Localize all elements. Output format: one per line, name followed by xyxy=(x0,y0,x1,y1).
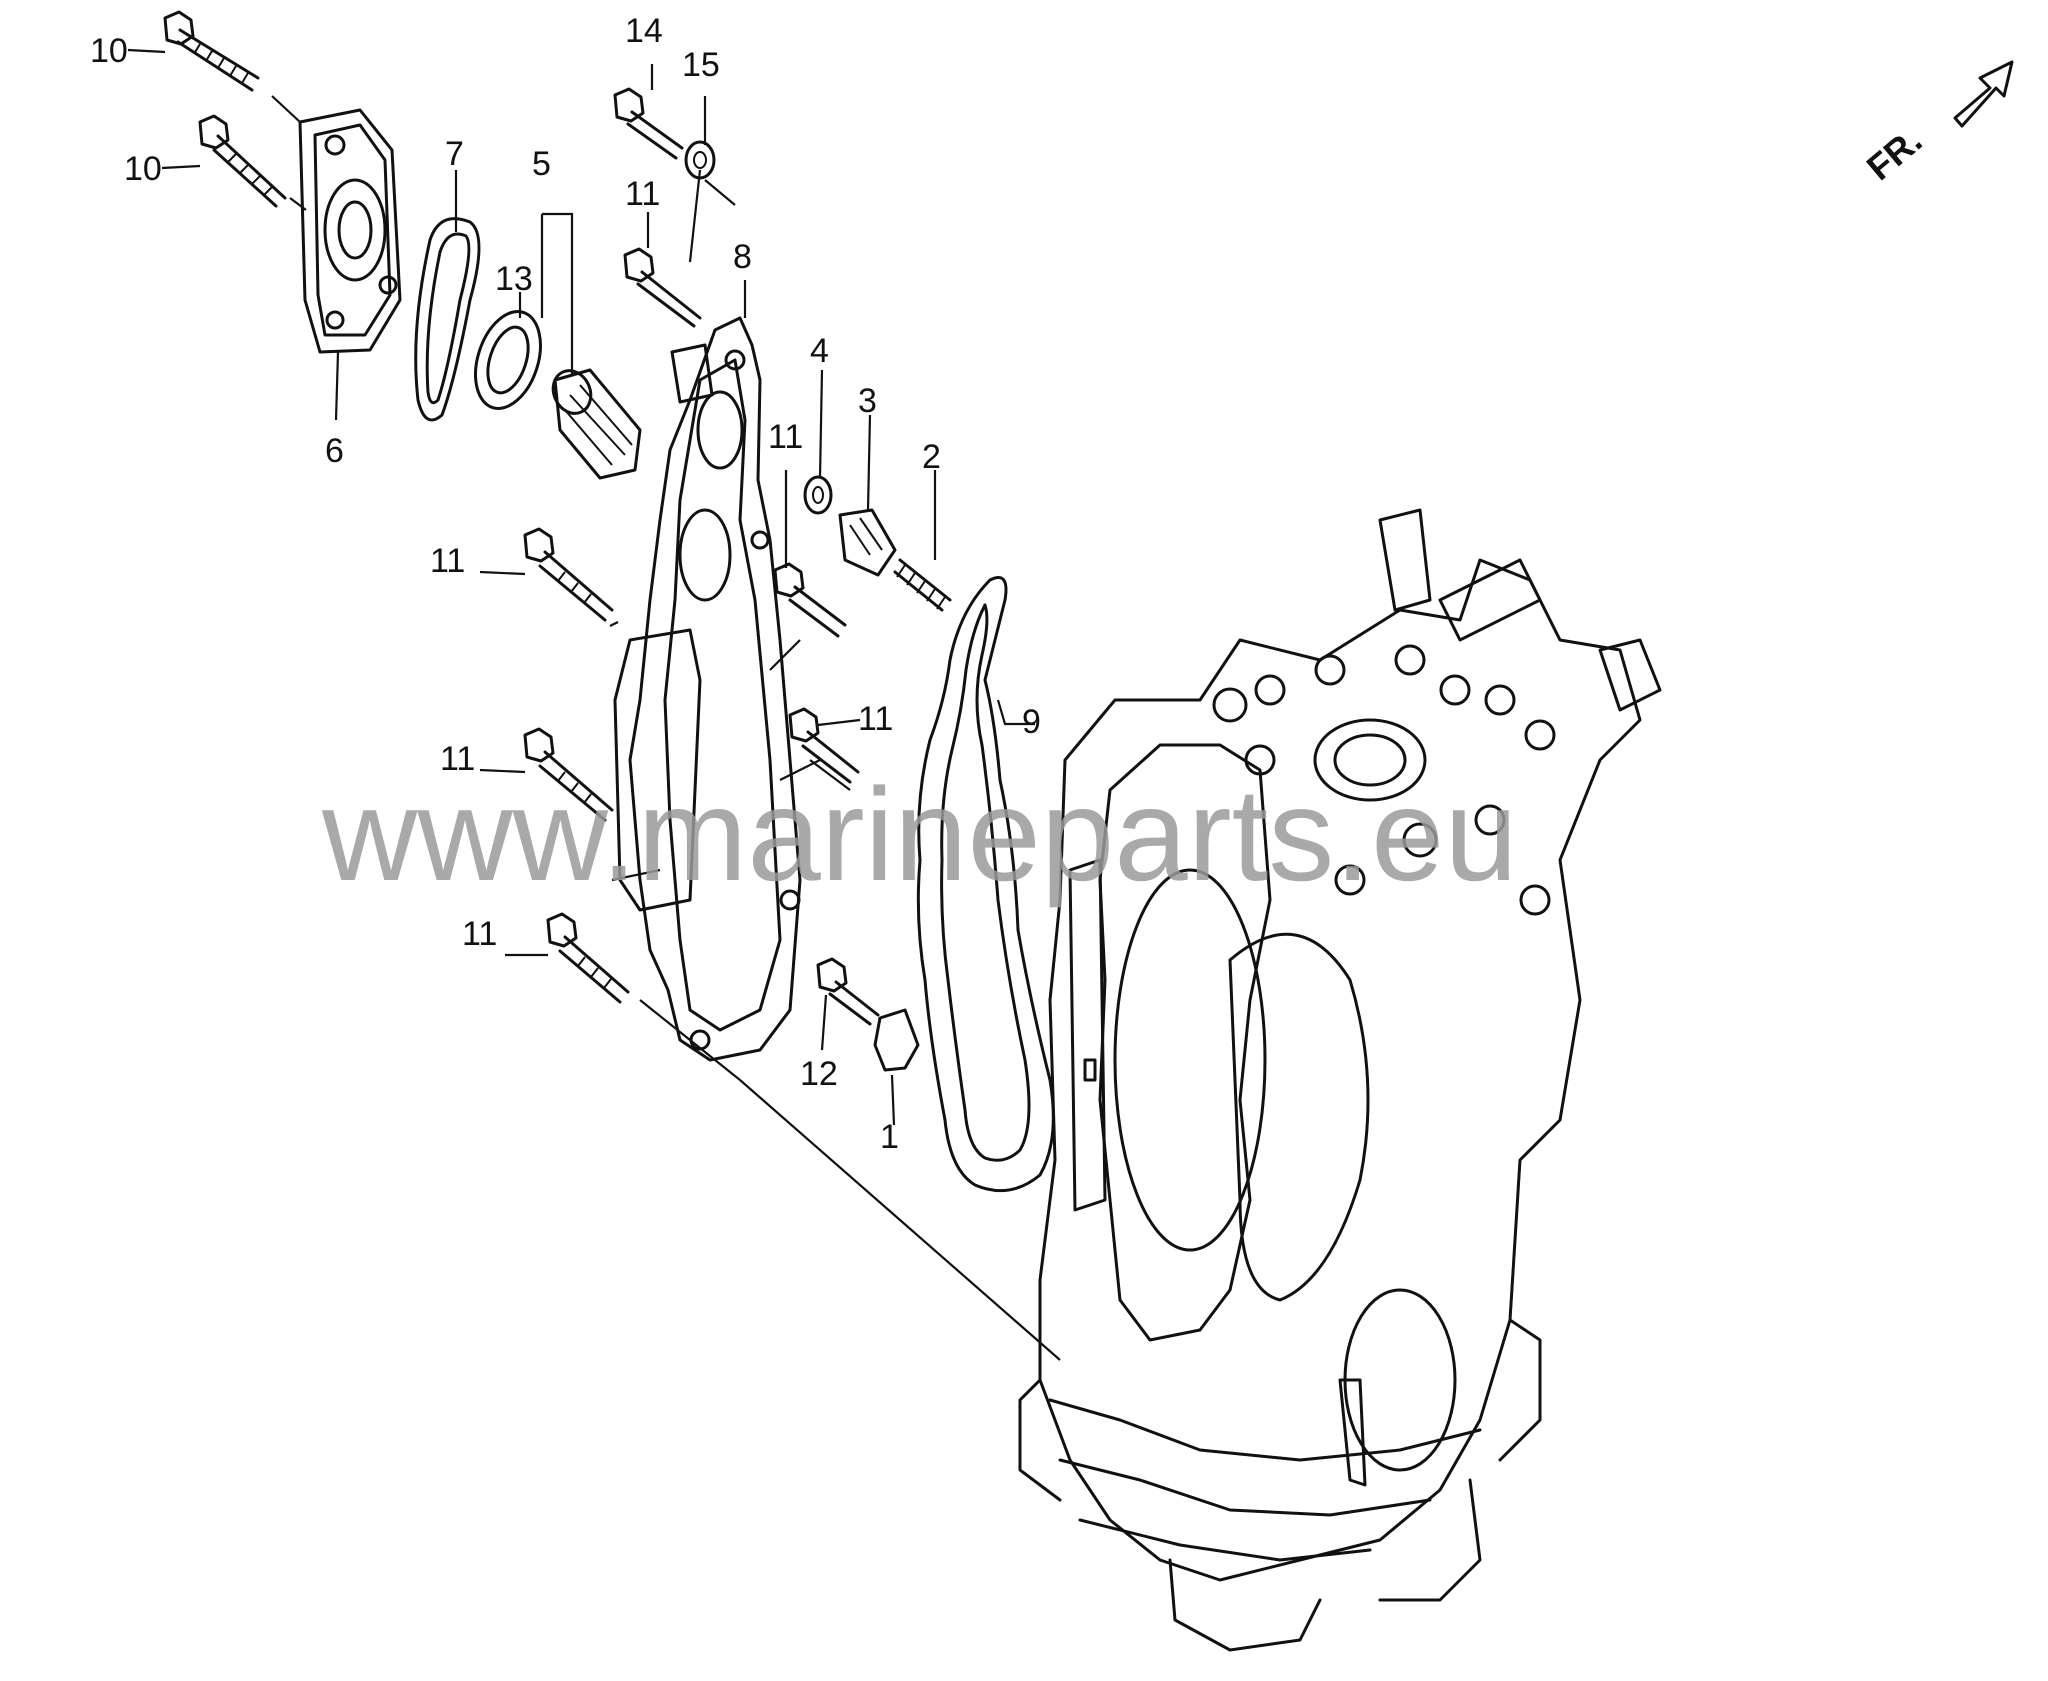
callout-2: 2 xyxy=(922,438,941,476)
part-7-oring xyxy=(414,217,481,422)
callout-5: 5 xyxy=(532,145,551,183)
callout-3: 3 xyxy=(858,382,877,420)
part-13-seal xyxy=(474,310,542,410)
watermark-text: www.marineparts.eu xyxy=(321,761,1518,908)
part-1-plug xyxy=(873,1008,920,1072)
callout-11-mid: 11 xyxy=(858,700,893,738)
callout-9: 9 xyxy=(1022,703,1041,741)
callout-11-mid-top: 11 xyxy=(768,418,803,456)
part-3-valve xyxy=(838,508,897,577)
part-4-washer xyxy=(803,475,833,515)
callout-15: 15 xyxy=(682,46,720,84)
callout-13: 13 xyxy=(495,260,533,298)
callout-10-upper: 10 xyxy=(90,32,128,70)
bolt-10-upper xyxy=(163,10,260,92)
callout-11-left-2: 11 xyxy=(440,740,475,778)
callout-labels: 10 10 6 7 5 13 14 15 11 8 4 3 2 11 11 11… xyxy=(90,12,1041,1156)
bolt-11-mid-2 xyxy=(788,707,860,784)
part-2-spring xyxy=(893,558,952,612)
direction-label: FR. xyxy=(1859,119,1930,188)
callout-14: 14 xyxy=(625,12,663,50)
part-6-cover xyxy=(298,108,402,354)
part-9-gasket xyxy=(916,576,1055,1193)
bolt-11-left-1 xyxy=(523,527,614,622)
direction-indicator: FR. xyxy=(1859,60,2014,188)
callout-11-top: 11 xyxy=(625,175,660,213)
callout-10-lower: 10 xyxy=(124,150,162,188)
callout-12: 12 xyxy=(800,1055,838,1093)
callout-11-left-3: 11 xyxy=(462,915,497,953)
callout-8: 8 xyxy=(733,238,752,276)
bolt-10-lower xyxy=(198,114,287,208)
bolt-11-left-2 xyxy=(523,727,614,822)
leader-lines xyxy=(127,48,1061,1361)
bolt-11-top xyxy=(623,247,702,328)
part-5-thermostat xyxy=(551,368,642,480)
arrow-up-right-icon xyxy=(1953,60,2014,128)
callout-7: 7 xyxy=(445,135,464,173)
engine-block xyxy=(1018,508,1662,1652)
bolt-11-left-3 xyxy=(546,912,630,1004)
callout-4: 4 xyxy=(810,332,829,370)
bolt-12 xyxy=(816,957,880,1026)
callout-11-left-1: 11 xyxy=(430,542,465,580)
bolt-14 xyxy=(613,87,684,160)
bolt-11-mid-1 xyxy=(773,562,847,638)
callout-6: 6 xyxy=(325,432,344,470)
callout-1: 1 xyxy=(880,1118,899,1156)
